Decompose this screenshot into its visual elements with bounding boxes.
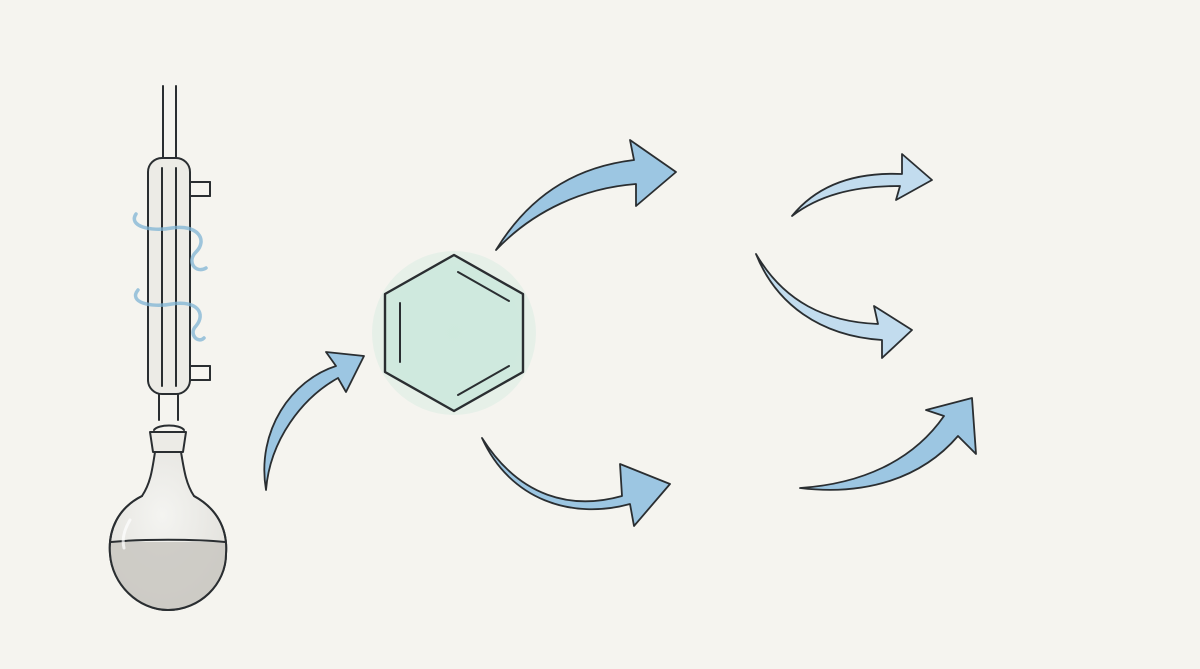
flask-joint (149, 431, 187, 453)
arrow-apparatus-to-ring (263, 351, 365, 491)
double-bonds (399, 271, 510, 396)
arrow-second-middle (755, 253, 913, 359)
condenser-inner-tube (161, 167, 177, 387)
hexagon-outline (383, 253, 525, 413)
water-inlet-port (189, 365, 211, 381)
benzene-ring (372, 251, 536, 415)
arrow-ring-upper-branch (495, 139, 677, 251)
water-outlet-port (189, 181, 211, 197)
arrows (263, 139, 977, 527)
reflux-apparatus (108, 85, 228, 611)
flask-liquid (110, 542, 226, 609)
cooling-coil (132, 212, 208, 342)
condenser-lower-tube (158, 393, 179, 421)
arrow-second-top (791, 153, 933, 217)
condenser-jacket (147, 157, 191, 395)
arrow-second-bottom (799, 397, 977, 491)
round-bottom-flask (108, 451, 228, 611)
condenser-top-tube (162, 85, 177, 161)
arrow-ring-lower-branch (481, 437, 671, 527)
